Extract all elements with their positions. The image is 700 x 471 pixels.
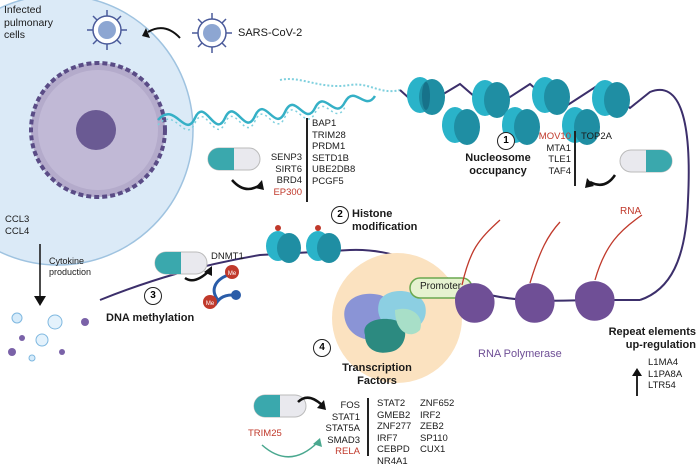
gene-label: GMEB2 [377,409,411,421]
gene-label: ZNF277 [377,421,412,433]
pill-arrowheads [204,178,594,410]
gene-label: RELA [335,446,360,458]
nucleosome-divider [574,131,576,186]
tf-divider [367,398,369,456]
gene-label: MOV10 [538,131,571,142]
step-1-label: Nucleosome occupancy [465,152,531,177]
polymerase-label: RNA Polymerase [478,348,562,360]
methylation-marks: Me Me [203,265,241,309]
cytokine-gene-1: CCL3 [5,214,30,225]
chromatin-coil [157,94,377,126]
upregulation-arrowhead [632,368,642,376]
gene-label: SP110 [420,432,448,444]
svg-text:Me: Me [228,271,237,277]
cytokine-arrowhead [34,296,46,306]
drug-pill-nucleosome [619,149,673,173]
gene-label: STAT1 [331,411,360,423]
rna-polymerases [455,214,643,323]
tf-complex [344,290,426,353]
gene-label: PRDM1 [312,141,346,153]
drug-pill-methylation [154,251,208,275]
chromatin-dotted-fiber [279,78,401,93]
rna-label: RNA [620,206,642,217]
histone-nucleosomes [266,225,341,263]
gene-label: SMAD3 [327,434,360,446]
gene-label: IRF7 [377,432,398,444]
gene-label: SIRT6 [275,163,302,175]
gene-label: STAT2 [377,398,406,409]
gene-label: LTR54 [648,380,676,392]
gene-label: BRD4 [276,175,302,187]
gene-label: TLE1 [548,154,571,166]
cytokine-vesicles [8,312,89,362]
step-1-number: 1 [497,132,515,150]
promoter-label: Promoter [420,281,462,292]
gene-label: ZEB2 [420,421,444,433]
repeats-title: Repeat elements up-regulation [608,326,696,351]
virus-label: SARS-CoV-2 [238,27,303,39]
virus-particle-outside [192,13,232,53]
svg-text:Me: Me [206,301,215,307]
nucleosome-gene-top: TOP2A [581,131,612,142]
gene-label: BAP1 [312,118,337,129]
drug-pill-histone [207,147,261,171]
gene-label: TAF4 [548,165,571,177]
gene-label: MTA1 [546,142,571,154]
gene-label: PCGF5 [312,175,344,187]
histone-divider [306,118,308,202]
gene-label: NR4A1 [377,455,408,467]
step-4-number: 4 [313,339,331,357]
virus-entry-arrowhead [142,28,150,38]
gene-label: IRF2 [420,409,441,421]
gene-label: SENP3 [270,152,302,163]
virus-entry-arrow [147,27,181,39]
step-3-number: 3 [144,287,162,305]
gene-label: EP300 [273,186,302,198]
gene-label: TRIM28 [312,129,346,141]
step-2-label: Histone modification [352,208,418,233]
dna-linker [399,82,690,301]
trim25-label: TRIM25 [248,428,282,439]
gene-label: SETD1B [312,152,349,164]
gene-label: L1MA4 [648,357,679,368]
nucleosome-array [407,77,630,145]
cytokine-gene-2: CCL4 [5,226,30,237]
gene-label: L1PA8A [648,368,683,380]
gene-label: UBE2DB8 [312,164,356,176]
drug-pill-tf [253,394,307,418]
trim25-arrowhead [313,438,322,447]
gene-label: CEBPD [377,444,410,456]
step-2-number: 2 [331,206,349,224]
methylation-gene: DNMT1 [211,251,244,262]
gene-label: CUX1 [420,444,446,456]
step-3-label: DNA methylation [106,312,195,324]
trim25-arrow [261,441,319,458]
cytokine-label: Cytokine production [49,256,92,277]
virus-particle-inside [87,10,127,50]
gene-label: STAT5A [325,423,361,435]
nucleolus [76,110,116,150]
gene-label: ZNF652 [420,398,455,409]
chromatin-coil-dots [157,105,346,131]
cell-title: Infected pulmonary cells [4,4,54,41]
gene-label: FOS [340,400,360,411]
step-4-label: Transcription Factors [342,362,412,387]
